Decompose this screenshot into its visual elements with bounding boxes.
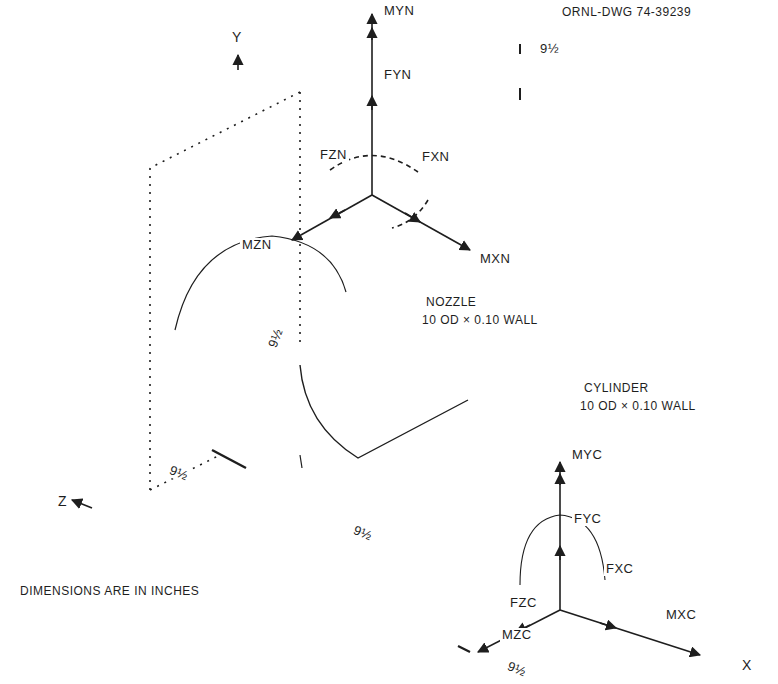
axis-label: Z (56, 494, 69, 509)
part-name: NOZZLE (424, 296, 478, 309)
part-spec: 10 OD × 0.10 WALL (578, 400, 698, 413)
part-spec: 10 OD × 0.10 WALL (420, 314, 540, 327)
drawing-number: ORNL-DWG 74-39239 (560, 6, 693, 19)
force-label: FXC (604, 562, 636, 576)
force-label: FYC (572, 512, 604, 526)
force-label: FXN (420, 150, 452, 164)
moment-label: MYC (570, 448, 604, 462)
moment-label: MXN (478, 252, 512, 266)
axis-label: X (740, 658, 754, 673)
part-name: CYLINDER (582, 382, 651, 395)
note: DIMENSIONS ARE IN INCHES (18, 585, 201, 598)
dimension: 9½ (165, 463, 192, 485)
moment-label: MXC (664, 608, 698, 622)
moment-label: MZC (500, 628, 534, 642)
force-label: FZN (318, 148, 349, 162)
dimension: 9½ (265, 325, 286, 352)
dimension: 9½ (538, 42, 561, 56)
moment-label: MYN (382, 4, 416, 18)
moment-label: MZN (240, 238, 274, 252)
force-label: FYN (382, 68, 414, 82)
axis-label: Y (230, 30, 244, 45)
dimension: 9½ (349, 523, 376, 545)
force-label: FZC (508, 596, 539, 610)
dimension: 9½ (503, 658, 530, 680)
